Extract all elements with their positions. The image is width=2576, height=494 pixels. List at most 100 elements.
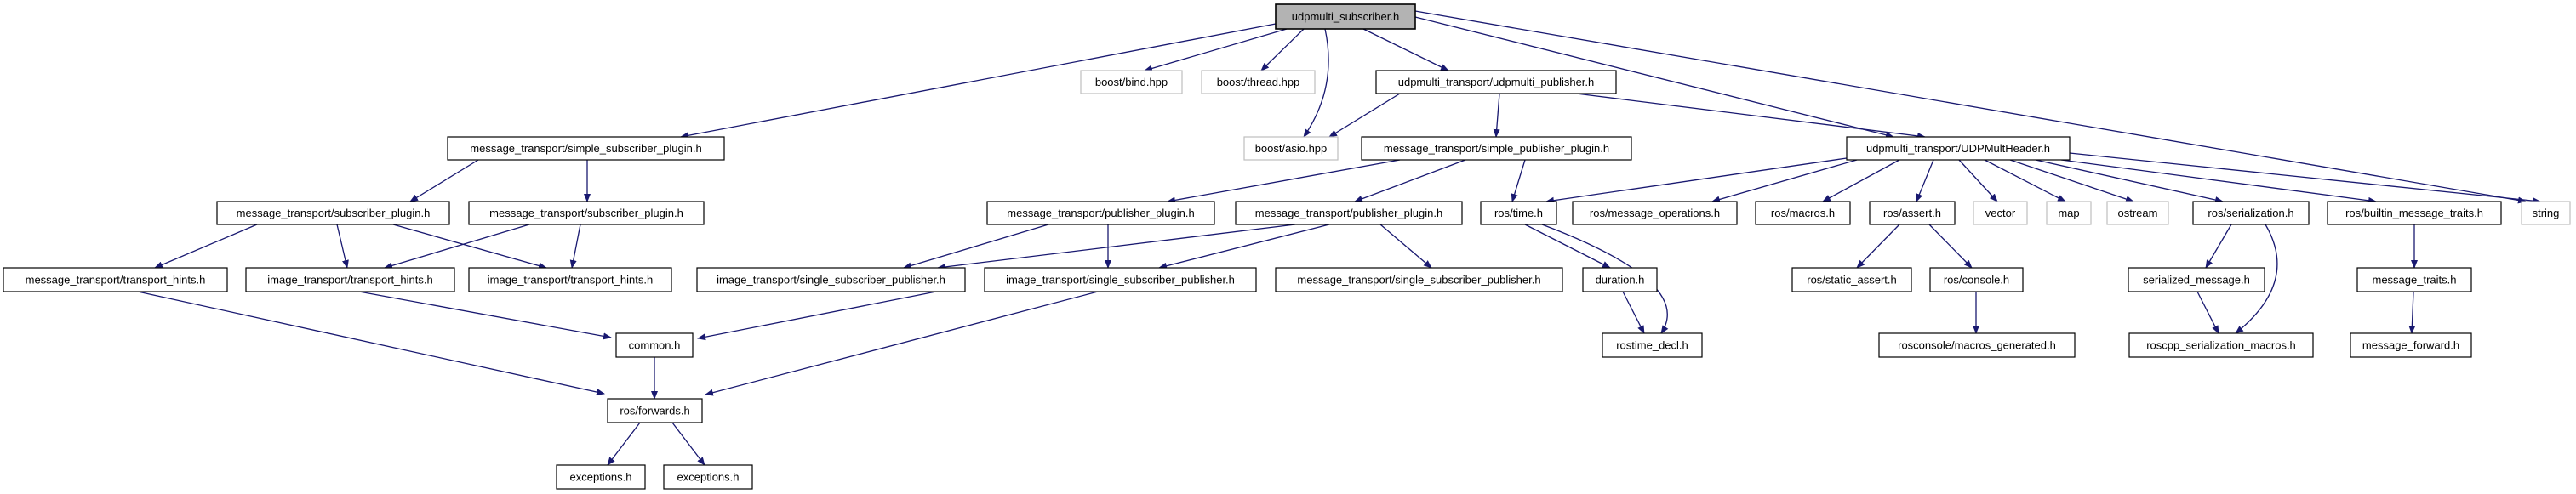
node-macgen[interactable]: rosconsole/macros_generated.h xyxy=(1878,332,2076,358)
node-sassert[interactable]: ros/static_assert.h xyxy=(1791,267,1912,292)
node-imgth2[interactable]: image_transport/transport_hints.h xyxy=(468,267,672,292)
edge-root-to-pubu xyxy=(1362,28,1449,71)
edge-msgth-to-forwards xyxy=(137,291,605,395)
node-pubs-box[interactable] xyxy=(1361,136,1632,161)
node-imgth2-box[interactable] xyxy=(468,267,672,292)
node-issp1-label: image_transport/single_subscriber_publis… xyxy=(717,274,945,287)
node-serial[interactable]: ros/serialization.h xyxy=(2192,201,2310,225)
node-string-box[interactable] xyxy=(2521,201,2571,225)
node-sassert-box[interactable] xyxy=(1791,267,1912,292)
node-forwards-box[interactable] xyxy=(607,398,703,423)
node-pubu-box[interactable] xyxy=(1375,70,1617,94)
edge-pp2-to-mssp xyxy=(1379,224,1432,269)
node-macgen-box[interactable] xyxy=(1878,332,2076,358)
node-msgth[interactable]: message_transport/transport_hints.h xyxy=(3,267,228,292)
node-forwards[interactable]: ros/forwards.h xyxy=(607,398,703,423)
node-console-label: ros/console.h xyxy=(1944,274,2009,287)
node-ostream-box[interactable] xyxy=(2106,201,2169,225)
node-sp1-box[interactable] xyxy=(216,201,450,225)
node-msgth-box[interactable] xyxy=(3,267,228,292)
node-sp2-box[interactable] xyxy=(468,201,705,225)
node-builtin[interactable]: ros/builtin_message_traits.h xyxy=(2327,201,2502,225)
node-hdr[interactable]: udpmulti_transport/UDPMultHeader.h xyxy=(1846,136,2071,161)
node-msgops-box[interactable] xyxy=(1572,201,1738,225)
node-sermsg-box[interactable] xyxy=(2128,267,2265,292)
node-pp1-box[interactable] xyxy=(986,201,1215,225)
edge-dur-to-rtdecl xyxy=(1622,291,1645,334)
node-mtraits[interactable]: message_traits.h xyxy=(2356,267,2472,292)
node-bind-box[interactable] xyxy=(1080,70,1183,94)
node-mforward[interactable]: message_forward.h xyxy=(2350,332,2472,358)
edge-mtraits-to-mforward xyxy=(2408,291,2416,334)
node-thread-box[interactable] xyxy=(1201,70,1316,94)
node-common-box[interactable] xyxy=(615,332,694,358)
node-time[interactable]: ros/time.h xyxy=(1480,201,1557,225)
node-assert[interactable]: ros/assert.h xyxy=(1869,201,1956,225)
node-ostream[interactable]: ostream xyxy=(2106,201,2169,225)
node-subs-label: message_transport/simple_subscriber_plug… xyxy=(470,142,701,155)
node-hdr-label: udpmulti_transport/UDPMultHeader.h xyxy=(1866,142,2050,155)
node-rtdecl-box[interactable] xyxy=(1602,332,1703,358)
node-hdr-box[interactable] xyxy=(1846,136,2071,161)
node-mssp-box[interactable] xyxy=(1275,267,1563,292)
node-exc1-box[interactable] xyxy=(556,464,646,490)
node-macros-box[interactable] xyxy=(1755,201,1851,225)
node-string[interactable]: string xyxy=(2521,201,2571,225)
node-asio-box[interactable] xyxy=(1243,136,1339,161)
node-issp2[interactable]: image_transport/single_subscriber_publis… xyxy=(984,267,1257,292)
node-roscppm[interactable]: roscpp_serialization_macros.h xyxy=(2128,332,2314,358)
node-bind[interactable]: boost/bind.hpp xyxy=(1080,70,1183,94)
edge-pubs-to-time xyxy=(1511,159,1526,202)
node-builtin-box[interactable] xyxy=(2327,201,2502,225)
node-thread[interactable]: boost/thread.hpp xyxy=(1201,70,1316,94)
node-sp2[interactable]: message_transport/subscriber_plugin.h xyxy=(468,201,705,225)
node-exc2-box[interactable] xyxy=(663,464,753,490)
node-asio[interactable]: boost/asio.hpp xyxy=(1243,136,1339,161)
node-sermsg[interactable]: serialized_message.h xyxy=(2128,267,2265,292)
node-roscppm-box[interactable] xyxy=(2128,332,2314,358)
node-sermsg-label: serialized_message.h xyxy=(2143,274,2250,287)
node-subs[interactable]: message_transport/simple_subscriber_plug… xyxy=(447,136,725,161)
node-exc1[interactable]: exceptions.h xyxy=(556,464,646,490)
node-mssp-label: message_transport/single_subscriber_publ… xyxy=(1297,274,1540,287)
node-issp2-box[interactable] xyxy=(984,267,1257,292)
node-root-box[interactable] xyxy=(1275,3,1416,30)
node-time-box[interactable] xyxy=(1480,201,1557,225)
node-pubs[interactable]: message_transport/simple_publisher_plugi… xyxy=(1361,136,1632,161)
node-pp2[interactable]: message_transport/publisher_plugin.h xyxy=(1235,201,1463,225)
node-root[interactable]: udpmulti_subscriber.h xyxy=(1275,3,1416,30)
edge-serial-to-sermsg xyxy=(2205,224,2232,269)
node-console[interactable]: ros/console.h xyxy=(1929,267,2024,292)
node-imgth1-box[interactable] xyxy=(245,267,455,292)
node-assert-box[interactable] xyxy=(1869,201,1956,225)
node-dur[interactable]: duration.h xyxy=(1582,267,1658,292)
node-serial-box[interactable] xyxy=(2192,201,2310,225)
node-issp1-box[interactable] xyxy=(696,267,966,292)
node-issp1[interactable]: image_transport/single_subscriber_publis… xyxy=(696,267,966,292)
node-exc2[interactable]: exceptions.h xyxy=(663,464,753,490)
node-macros[interactable]: ros/macros.h xyxy=(1755,201,1851,225)
node-root-label: udpmulti_subscriber.h xyxy=(1292,10,1399,23)
edge-hdr-to-vector xyxy=(1958,159,1998,202)
node-pubu[interactable]: udpmulti_transport/udpmulti_publisher.h xyxy=(1375,70,1617,94)
node-common[interactable]: common.h xyxy=(615,332,694,358)
node-console-box[interactable] xyxy=(1929,267,2024,292)
node-sp1[interactable]: message_transport/subscriber_plugin.h xyxy=(216,201,450,225)
node-mtraits-box[interactable] xyxy=(2356,267,2472,292)
node-time-label: ros/time.h xyxy=(1494,207,1543,219)
node-pp1[interactable]: message_transport/publisher_plugin.h xyxy=(986,201,1215,225)
node-pp2-box[interactable] xyxy=(1235,201,1463,225)
node-imgth1[interactable]: image_transport/transport_hints.h xyxy=(245,267,455,292)
node-subs-box[interactable] xyxy=(447,136,725,161)
node-dur-box[interactable] xyxy=(1582,267,1658,292)
node-map-box[interactable] xyxy=(2046,201,2092,225)
node-vector-box[interactable] xyxy=(1973,201,2028,225)
node-mforward-box[interactable] xyxy=(2350,332,2472,358)
node-msgops[interactable]: ros/message_operations.h xyxy=(1572,201,1738,225)
node-msgops-label: ros/message_operations.h xyxy=(1590,207,1720,219)
node-map[interactable]: map xyxy=(2046,201,2092,225)
edge-hdr-to-macros xyxy=(1822,159,1900,202)
node-rtdecl[interactable]: rostime_decl.h xyxy=(1602,332,1703,358)
node-vector[interactable]: vector xyxy=(1973,201,2028,225)
node-mssp[interactable]: message_transport/single_subscriber_publ… xyxy=(1275,267,1563,292)
